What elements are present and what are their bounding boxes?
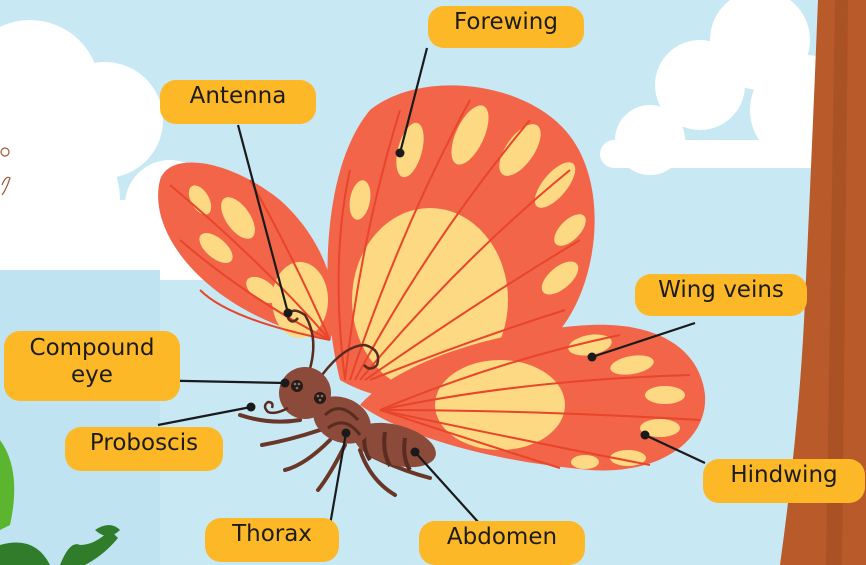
label-thorax-text: Thorax (219, 521, 325, 548)
label-compound-eye-line2: eye (18, 362, 166, 389)
label-thorax: Thorax (205, 518, 339, 562)
label-wing-veins-text: Wing veins (649, 277, 793, 304)
label-proboscis: Proboscis (65, 427, 223, 471)
label-hindwing-text: Hindwing (717, 462, 851, 489)
label-wing-veins: Wing veins (635, 274, 807, 316)
label-abdomen: Abdomen (419, 521, 585, 565)
label-compound-eye-line1: Compound (18, 335, 166, 362)
label-forewing-text: Forewing (442, 9, 570, 36)
label-abdomen-text: Abdomen (433, 524, 571, 551)
label-antenna: Antenna (160, 80, 316, 124)
label-antenna-text: Antenna (174, 83, 302, 110)
label-hindwing: Hindwing (703, 459, 865, 503)
label-compound-eye: Compound eye (4, 331, 180, 401)
label-forewing: Forewing (428, 6, 584, 48)
label-proboscis-text: Proboscis (79, 430, 209, 457)
compound-eye-1 (291, 380, 303, 392)
compound-eye-2 (314, 392, 326, 404)
haze-panel (0, 270, 160, 565)
